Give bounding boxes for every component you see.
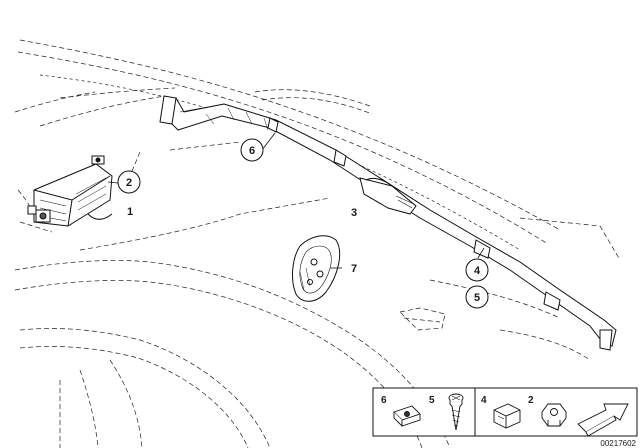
legend-number-2: 2 — [528, 395, 534, 406]
leader-lines — [107, 132, 485, 269]
callout-4-text: 4 — [474, 265, 481, 277]
label-part-3: 3 — [351, 207, 357, 219]
callout-4: 4 — [465, 258, 489, 282]
legend-number-6: 6 — [381, 395, 387, 406]
screw-icon — [448, 393, 464, 431]
callout-2: 2 — [117, 170, 141, 194]
callout-6: 6 — [240, 138, 264, 162]
clip-nut-icon — [393, 405, 421, 428]
callout-6-text: 6 — [249, 145, 255, 157]
head-airbag-part-3 — [159, 95, 617, 351]
callout-5-text: 5 — [474, 292, 480, 304]
callout-5: 5 — [465, 285, 489, 309]
legend-number-4: 4 — [481, 395, 487, 406]
label-part-1: 1 — [127, 206, 133, 218]
spring-clip-icon — [493, 403, 521, 429]
fastener-legend: 6 5 4 2 — [372, 387, 638, 437]
hex-nut-icon — [541, 403, 567, 427]
diagram-id: 00217602 — [600, 439, 636, 448]
label-part-7: 7 — [351, 263, 357, 275]
legend-number-5: 5 — [429, 395, 435, 406]
callout-2-text: 2 — [126, 177, 132, 189]
airbag-module-part-1 — [27, 155, 113, 227]
arrow-icon — [577, 403, 629, 437]
car-body-outline — [14, 39, 621, 448]
bracket-part-7 — [292, 235, 341, 302]
